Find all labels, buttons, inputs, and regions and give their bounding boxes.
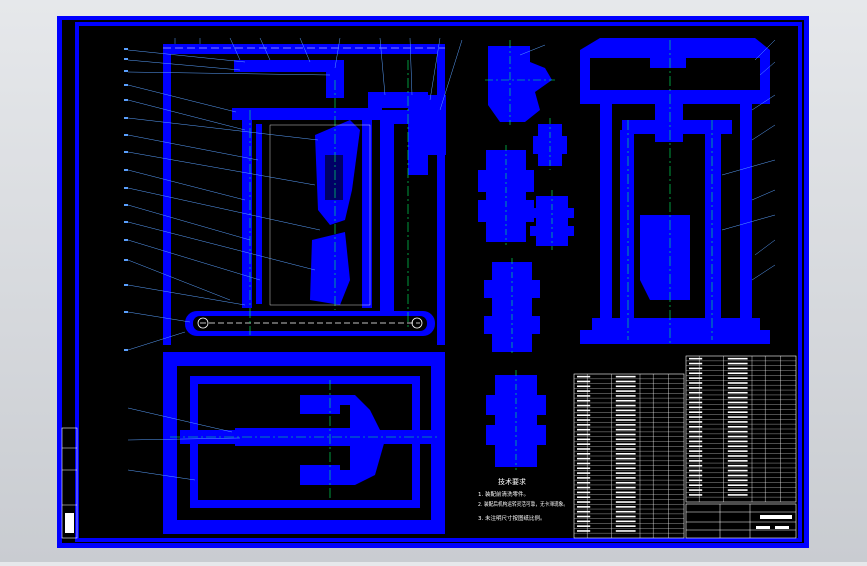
- front-view-leaders: [127, 37, 463, 351]
- plan-view-leaders: [127, 407, 241, 481]
- front-view: [163, 44, 446, 345]
- detail-views: [478, 40, 574, 470]
- side-view-leaders: [519, 39, 776, 281]
- tech-note-2: 2. 装配后机构运转灵活可靠，无卡滞现象。: [478, 500, 568, 508]
- margin-stamp: [61, 427, 78, 539]
- leader-ticks-left: [124, 48, 128, 351]
- bom-table-right: [685, 355, 797, 503]
- title-block: [685, 503, 797, 539]
- tech-note-1: 1. 装配前清洗零件。: [478, 490, 529, 498]
- plan-view: [163, 352, 445, 534]
- side-view: [580, 38, 770, 345]
- tech-note-3: 3. 未注明尺寸按图纸比例。: [478, 514, 546, 522]
- bom-table-left: [573, 373, 685, 539]
- technical-notes: 技术要求 1. 装配前清洗零件。 2. 装配后机构运转灵活可靠，无卡滞现象。 3…: [478, 477, 568, 522]
- tech-notes-title: 技术要求: [498, 477, 526, 486]
- drawing-frame: [75, 22, 802, 542]
